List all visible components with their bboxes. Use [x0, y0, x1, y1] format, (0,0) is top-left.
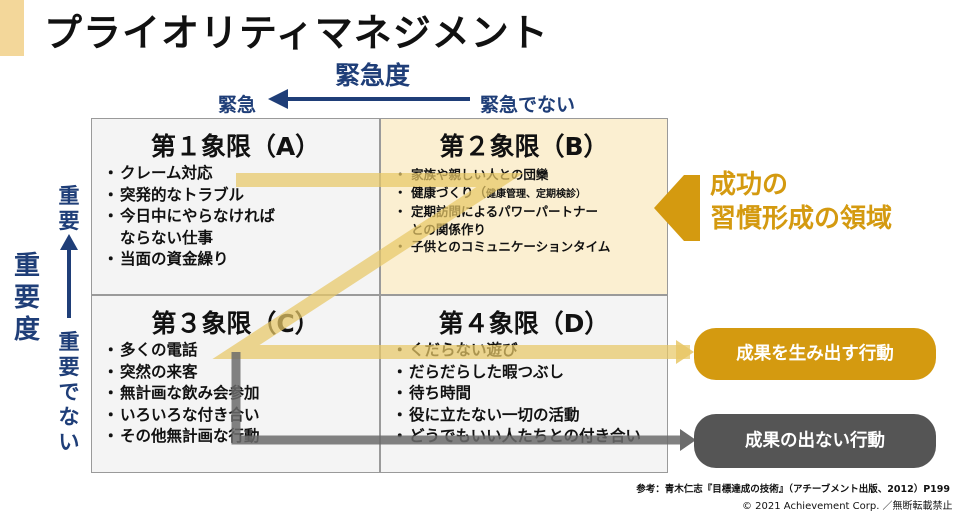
urgency-axis-title: 緊急度 [335, 61, 411, 90]
quadrant-1-list: クレーム対応 突発的なトラブル 今日中にやらなければ ならない仕事 当面の資金繰… [103, 163, 275, 271]
callout-line-1: 成功の [710, 170, 789, 200]
importance-arrowhead [60, 234, 78, 250]
success-habit-callout: 成功の 習慣形成の領域 [710, 168, 892, 236]
importance-axis-title: 重要度 [13, 251, 40, 345]
urgency-arrowhead [268, 89, 288, 109]
list-item: 今日中にやらなければ [103, 206, 275, 228]
title-accent-bar [0, 0, 24, 56]
unproductive-action-badge: 成果の出ない行動 [694, 414, 936, 468]
list-item-continuation: ならない仕事 [120, 228, 214, 247]
list-item: 家族や親しい人との団欒 [394, 166, 610, 184]
list-item-main: 健康づくり（ [411, 184, 487, 200]
list-item: クレーム対応 [103, 163, 275, 185]
list-item: 多くの電話 [103, 340, 260, 362]
callout-line-2: 習慣形成の領域 [710, 204, 893, 234]
quadrant-3-list: 多くの電話 突然の来客 無計画な飲み会参加 いろいろな付き合い その他無計画な行… [103, 340, 260, 448]
copyright: © 2021 Achievement Corp. ／無断転載禁止 [742, 501, 953, 512]
list-item: くだらない遊び [392, 340, 641, 362]
quadrant-2-title: 第２象限（B） [439, 132, 609, 161]
quadrant-2-list: 家族や親しい人との団欒 健康づくり（健康管理、定期検診） 定期訪問によるパワーパ… [394, 166, 610, 256]
quadrant-4-title: 第４象限（D） [438, 309, 610, 338]
list-item: その他無計画な行動 [103, 426, 260, 448]
list-item: 役に立たない一切の活動 [392, 405, 641, 427]
important-label: 重要 [58, 184, 80, 233]
list-item: いろいろな付き合い [103, 405, 260, 427]
list-item: 突発的なトラブル [103, 185, 275, 207]
not-important-label: 重要でない [58, 330, 80, 454]
quadrant-3: 第３象限（C） 多くの電話 突然の来客 無計画な飲み会参加 いろいろな付き合い … [91, 295, 380, 473]
list-item-continuation: との関係作り [411, 221, 486, 237]
list-item: だらだらした暇つぶし [392, 362, 641, 384]
list-item: 子供とのコミュニケーションタイム [394, 238, 610, 256]
list-item: 無計画な飲み会参加 [103, 383, 260, 405]
list-item: 当面の資金繰り [103, 249, 275, 271]
productive-action-badge: 成果を生み出す行動 [694, 328, 936, 380]
citation: 参考：青木仁志『目標達成の技術』（アチーブメント出版、2012）P199 [636, 484, 950, 495]
list-item: どうでもいい人たちとの付き合い [392, 426, 641, 448]
quadrant-3-title: 第３象限（C） [151, 309, 320, 338]
quadrant-2: 第２象限（B） 家族や親しい人との団欒 健康づくり（健康管理、定期検診） 定期訪… [380, 118, 668, 295]
list-item-note: 健康管理、定期検診） [486, 188, 587, 200]
quadrant-4-list: くだらない遊び だらだらした暇つぶし 待ち時間 役に立たない一切の活動 どうでも… [392, 340, 641, 448]
list-item: 待ち時間 [392, 383, 641, 405]
page-title: プライオリティマネジメント [44, 11, 549, 55]
urgent-label: 緊急 [218, 94, 257, 116]
not-urgent-label: 緊急でない [480, 94, 576, 116]
quadrant-1: 第１象限（A） クレーム対応 突発的なトラブル 今日中にやらなければ ならない仕… [91, 118, 380, 295]
z-path-gold-arrowhead [676, 340, 694, 364]
list-item: 健康づくり（健康管理、定期検診） [394, 184, 610, 204]
list-item: 定期訪問によるパワーパートナー [394, 203, 610, 221]
quadrant-1-title: 第１象限（A） [150, 132, 321, 161]
quadrant-4: 第４象限（D） くだらない遊び だらだらした暇つぶし 待ち時間 役に立たない一切… [380, 295, 668, 473]
list-item: 突然の来客 [103, 362, 260, 384]
